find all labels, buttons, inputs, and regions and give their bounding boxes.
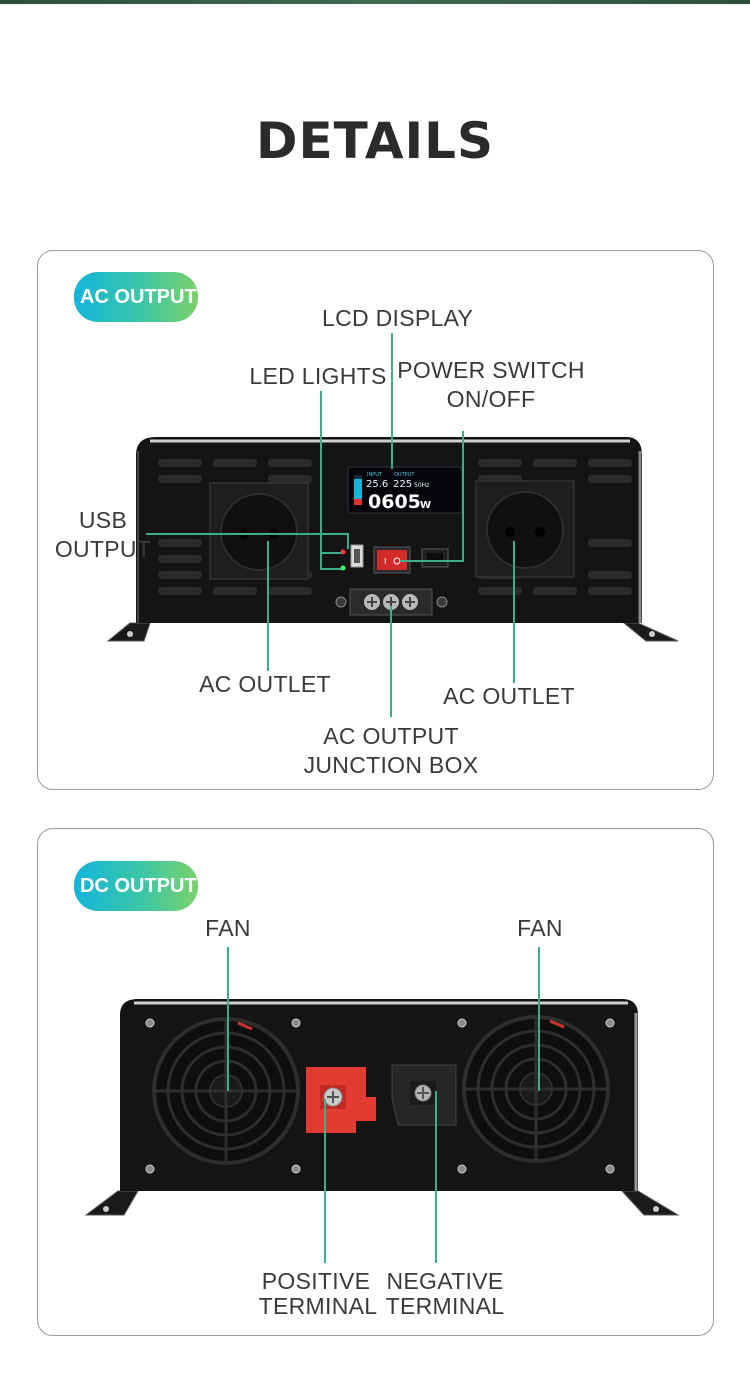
usb-output-label-line2: OUTPUT [54,536,152,562]
svg-text:25.6: 25.6 [366,479,388,490]
led-lights-label: LED LIGHTS [249,363,387,389]
junction-box-label-line2: JUNCTION BOX [303,752,479,778]
svg-text:225: 225 [393,479,412,490]
page-title: DETAILS [255,112,495,170]
power-switch-label-line1: POWER SWITCH [397,357,585,383]
ac-inverter-front-illustration: INPUT OUTPUT 25.6 225 50Hz 0605 W I [106,333,679,717]
dc-output-panel: DC OUTPUT [37,828,714,1336]
svg-text:0605: 0605 [368,491,421,513]
positive-terminal-label-line1: POSITIVE [261,1268,371,1294]
svg-text:INPUT: INPUT [367,472,383,478]
lcd-display-label: LCD DISPLAY [322,305,474,331]
dc-leader-lines [227,947,540,1263]
fan-left-label: FAN [205,915,251,941]
ac-leader-lines [146,333,515,717]
svg-text:W: W [420,500,431,511]
positive-terminal-label-line2: TERMINAL [258,1293,378,1319]
top-accent-bar [0,0,750,4]
ac-outlet-right-label: AC OUTLET [443,683,575,709]
ac-output-badge: AC OUTPUT [74,272,198,322]
dc-inverter-rear-illustration [84,947,680,1263]
svg-text:I: I [384,557,386,566]
ac-output-panel: AC OUTPUT [37,250,714,790]
svg-text:OUTPUT: OUTPUT [394,472,415,478]
power-switch-label-line2: ON/OFF [446,386,536,412]
dc-output-badge: DC OUTPUT [74,861,198,911]
negative-terminal-label-line1: NEGATIVE [386,1268,504,1294]
negative-terminal-label-line2: TERMINAL [385,1293,505,1319]
fan-right-label: FAN [517,915,563,941]
ac-outlet-left-label: AC OUTLET [199,671,331,697]
svg-text:50Hz: 50Hz [414,482,429,489]
junction-box-label-line1: AC OUTPUT [323,723,459,749]
usb-output-label-line1: USB [78,507,128,533]
